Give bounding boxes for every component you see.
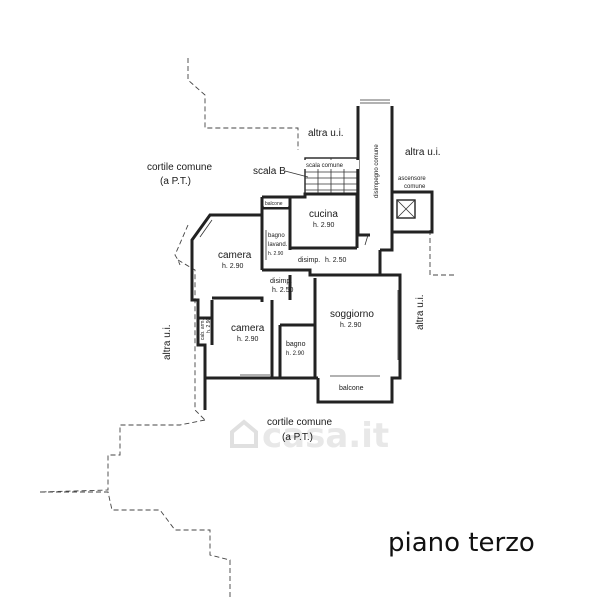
watermark-text: casa.it bbox=[262, 416, 389, 456]
room-cucina-name: cucina bbox=[309, 209, 338, 220]
boundary-lines bbox=[39, 58, 455, 600]
label-altra-ui-right-mid: altra u.i. bbox=[415, 294, 426, 330]
label-ascensore: ascensore bbox=[398, 176, 426, 182]
labels: altra u.i. altra u.i. cortile comune (a … bbox=[147, 128, 535, 558]
room-camera1-name: camera bbox=[218, 250, 252, 261]
room-camera2-name: camera bbox=[231, 323, 265, 334]
room-bagno-lavand-height: h. 2.90 bbox=[268, 251, 284, 257]
room-camera1-height: h. 2.90 bbox=[222, 263, 244, 270]
label-scala-b: scala B bbox=[253, 166, 286, 177]
room-bagno-lavand-name2: lavand. bbox=[268, 242, 288, 248]
room-bagno-lavand-name1: bagno bbox=[268, 233, 285, 239]
room-disimp-mid-name: disimp. bbox=[270, 278, 292, 285]
label-altra-ui-top: altra u.i. bbox=[308, 128, 344, 139]
label-cortile-top-pt: (a P.T.) bbox=[160, 176, 191, 187]
elevator bbox=[390, 190, 434, 234]
room-disimp-mid-height: h. 2.50 bbox=[272, 287, 294, 294]
room-soggiorno-name: soggiorno bbox=[330, 309, 374, 320]
plan-title: piano terzo bbox=[388, 528, 535, 558]
label-altra-ui-left: altra u.i. bbox=[162, 324, 173, 360]
room-disimp-top-height: h. 2.50 bbox=[325, 257, 347, 264]
label-balcone-bottom: balcone bbox=[339, 385, 364, 392]
room-cab-arm-name: cab. arm. bbox=[200, 319, 206, 340]
watermark: casa.it bbox=[230, 416, 389, 456]
room-bagno-height: h. 2.90 bbox=[286, 351, 305, 357]
label-cortile-top: cortile comune bbox=[147, 162, 212, 173]
label-cortile-bottom: cortile comune bbox=[267, 417, 332, 428]
room-cab-arm-height: h. 2.90 bbox=[206, 317, 212, 333]
room-camera2-height: h. 2.90 bbox=[237, 336, 259, 343]
label-balcone-top: balcone bbox=[265, 201, 283, 207]
label-scala-comune: scala comune bbox=[306, 163, 344, 169]
room-bagno-name: bagno bbox=[286, 341, 306, 348]
label-cortile-bottom-pt: (a P.T.) bbox=[282, 432, 313, 443]
label-disimpegno-comune: disimpegno comune bbox=[374, 144, 380, 198]
windows bbox=[199, 219, 399, 377]
room-disimp-top-name: disimp. bbox=[298, 257, 320, 264]
label-altra-ui-right: altra u.i. bbox=[405, 147, 441, 158]
label-ascensore-comune: comune bbox=[404, 184, 426, 190]
apartment-walls bbox=[190, 192, 402, 410]
room-cucina-height: h. 2.90 bbox=[313, 222, 335, 229]
room-soggiorno-height: h. 2.90 bbox=[340, 322, 362, 329]
